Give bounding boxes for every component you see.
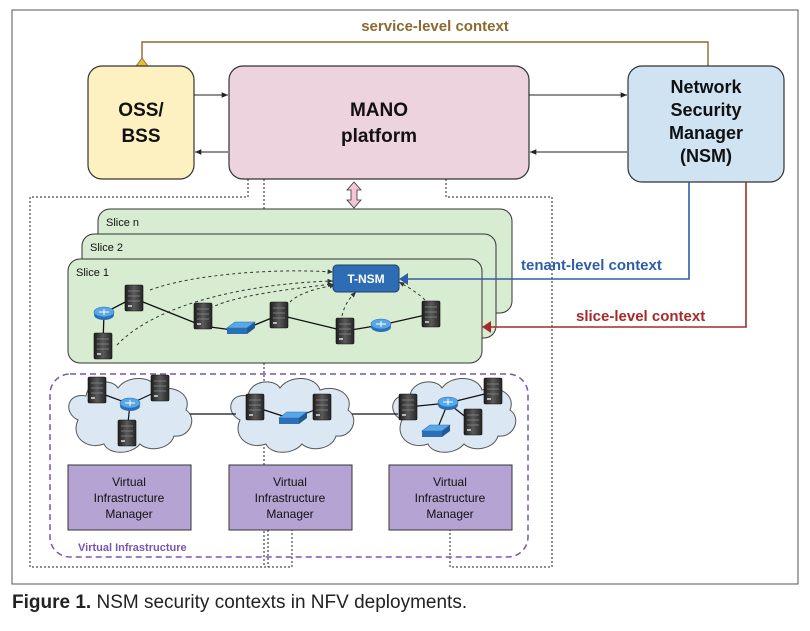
nsm-line2: Security bbox=[670, 100, 741, 120]
service-context-label: service-level context bbox=[361, 18, 509, 35]
tnsm-label: T-NSM bbox=[347, 272, 384, 286]
mano-dotted-center bbox=[263, 179, 293, 568]
nsm-line3: Manager bbox=[669, 123, 743, 143]
router-icon bbox=[119, 397, 141, 412]
server-icon bbox=[87, 376, 107, 404]
vim-box-3[interactable]: Virtual Infrastructure Manager bbox=[388, 464, 513, 531]
mano-dotted-right bbox=[445, 179, 553, 568]
virtual-infrastructure-label: Virtual Infrastructure bbox=[78, 542, 187, 554]
vim-box-2[interactable]: Virtual Infrastructure Manager bbox=[228, 464, 353, 531]
vim-3-line1: Virtual bbox=[433, 475, 467, 489]
router-icon bbox=[370, 318, 392, 333]
nsm-line4: (NSM) bbox=[680, 146, 732, 166]
server-icon bbox=[269, 301, 289, 329]
server-icon bbox=[463, 408, 483, 436]
vim-3-line3: Manager bbox=[426, 507, 473, 521]
server-icon bbox=[117, 419, 137, 447]
slice-context-marker bbox=[482, 321, 491, 333]
tenant-context-marker bbox=[399, 273, 408, 285]
tenant-context-line bbox=[408, 182, 690, 280]
vim-2-line1: Virtual bbox=[273, 475, 307, 489]
vim-1-line3: Manager bbox=[105, 507, 152, 521]
nsm-line1: Network bbox=[670, 77, 742, 97]
slice-context-line bbox=[491, 182, 747, 328]
oss-bss-line1: OSS/ bbox=[118, 100, 164, 121]
slice-n-label: Slice n bbox=[106, 217, 139, 229]
router-icon bbox=[437, 396, 459, 411]
figure-frame bbox=[11, 9, 799, 585]
server-icon bbox=[398, 393, 418, 421]
nsm-box[interactable]: Network Security Manager (NSM) bbox=[627, 65, 785, 183]
server-icon bbox=[335, 317, 355, 345]
mano-line1: MANO bbox=[350, 100, 408, 121]
caption-label: Figure 1. bbox=[12, 592, 92, 613]
server-icon bbox=[421, 300, 441, 328]
vim-2-line2: Infrastructure bbox=[255, 491, 326, 505]
server-icon bbox=[150, 374, 170, 402]
vim-1-line2: Infrastructure bbox=[94, 491, 165, 505]
server-icon bbox=[245, 393, 265, 421]
oss-bss-box[interactable]: OSS/ BSS bbox=[87, 65, 195, 180]
mano-platform-box[interactable]: MANO platform bbox=[228, 65, 530, 180]
virtual-infrastructure-region bbox=[49, 373, 529, 558]
mano-line2: platform bbox=[341, 126, 417, 147]
vim-box-1[interactable]: Virtual Infrastructure Manager bbox=[67, 464, 192, 531]
caption-text: NSM security contexts in NFV deployments… bbox=[91, 592, 468, 613]
server-icon bbox=[93, 332, 113, 360]
vim-3-line2: Infrastructure bbox=[415, 491, 486, 505]
figure-caption: Figure 1. NSM security contexts in NFV d… bbox=[12, 592, 467, 614]
mano-slice-double-arrow bbox=[346, 181, 362, 209]
server-icon bbox=[483, 377, 503, 405]
mano-dotted-left bbox=[29, 179, 268, 568]
server-icon bbox=[193, 302, 213, 330]
tnsm-box[interactable]: T-NSM bbox=[332, 264, 400, 293]
vim-2-line3: Manager bbox=[266, 507, 313, 521]
vim-1-line1: Virtual bbox=[112, 475, 146, 489]
oss-bss-line2: BSS bbox=[121, 126, 160, 147]
slice-context-label: slice-level context bbox=[576, 308, 705, 325]
router-icon bbox=[93, 306, 115, 321]
service-context-line bbox=[141, 41, 709, 66]
tenant-context-label: tenant-level context bbox=[521, 257, 662, 274]
service-context-marker bbox=[135, 57, 149, 67]
server-icon bbox=[124, 284, 144, 312]
slice-2-label: Slice 2 bbox=[90, 242, 123, 254]
slice-1-label: Slice 1 bbox=[76, 267, 109, 279]
server-icon bbox=[312, 393, 332, 421]
